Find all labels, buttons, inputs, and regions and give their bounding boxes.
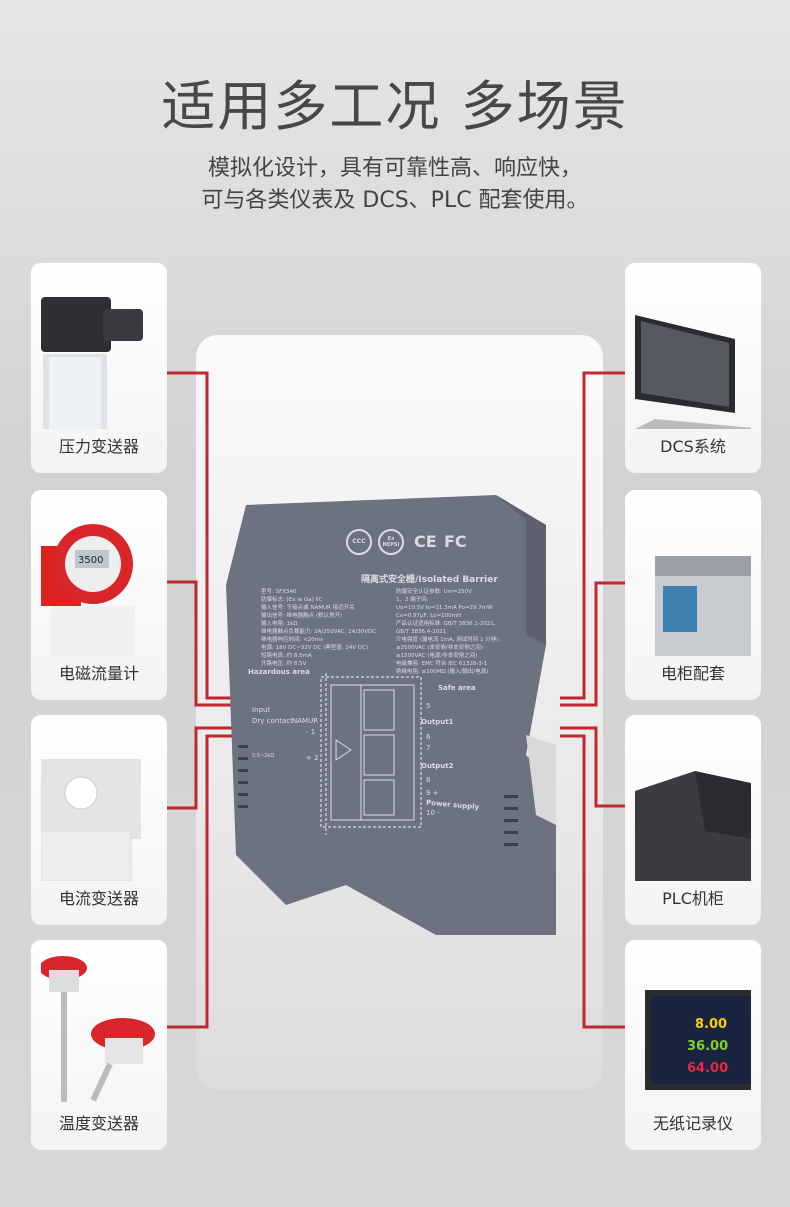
temperature-transmitter-icon: [41, 956, 155, 1102]
terminal-7: 7: [426, 744, 431, 752]
card-temperature-transmitter[interactable]: 温度变送器: [31, 940, 167, 1150]
card-label: 温度变送器: [58, 1114, 139, 1133]
ex-nepsi-cert-mark: Ex NEPSI: [378, 529, 404, 555]
page-title: 适用多工况 多场景: [161, 75, 629, 138]
terminal-10: 10 -: [426, 809, 440, 817]
card-pressure-transmitter[interactable]: 压力变送器: [31, 263, 167, 473]
card-label: 电磁流量计: [58, 664, 139, 683]
plc-inverter-icon: [635, 771, 751, 881]
cabinet-module-icon: [655, 556, 751, 656]
line-left-4: [167, 734, 232, 1029]
output2-label: Output2: [421, 762, 454, 770]
dry-contact-label: Dry contact: [252, 717, 293, 725]
terminal-2: + 2: [306, 754, 319, 762]
output1-label: Output1: [421, 718, 454, 726]
card-label: PLC机柜: [662, 889, 724, 908]
recorder-value-1: 8.00: [695, 1017, 727, 1032]
subtitle-line1: 模拟化设计，具有可靠性高、响应快，: [207, 156, 582, 181]
card-electromagnetic-flowmeter[interactable]: 3500 电磁流量计: [31, 490, 167, 700]
card-label: DCS系统: [660, 437, 726, 456]
card-plc-cabinet[interactable]: PLC机柜: [625, 715, 761, 925]
fc-cert-mark: FC: [444, 532, 467, 551]
paperless-recorder-icon: 8.00 36.00 64.00: [645, 990, 751, 1090]
recorder-value-2: 36.00: [687, 1039, 728, 1054]
flowmeter-display: 3500: [78, 555, 103, 566]
terminal-5: 5: [426, 702, 431, 710]
specs-left: 型号: SFX340 防爆标志: [Ex ia Ga] IIC 输入信号: 干接…: [261, 589, 377, 667]
line-right-1: [560, 371, 625, 700]
terminal-1: - 1: [306, 728, 316, 736]
cert-marks: CE: [414, 532, 437, 551]
line-right-2: [560, 581, 625, 707]
specs-right: 防爆安全认证参数: Um=250V 1、2 端子间: Uo=10.5V Io=1…: [396, 589, 501, 675]
electromagnetic-flowmeter-icon: 3500: [41, 524, 135, 656]
terminal-9: 9 +: [426, 789, 439, 797]
current-transmitter-icon: [41, 759, 141, 881]
card-paperless-recorder[interactable]: 8.00 36.00 64.00 无纸记录仪: [625, 940, 761, 1150]
pressure-transmitter-icon: [41, 297, 143, 429]
device-title: 隔离式安全栅/Isolated Barrier: [361, 575, 498, 585]
card-label: 无纸记录仪: [652, 1114, 733, 1133]
safe-area-label: Safe area: [438, 684, 476, 692]
card-label: 压力变送器: [58, 437, 139, 456]
card-label: 电流变送器: [58, 889, 139, 908]
isolated-barrier-device: CCC Ex NEPSI CE FC 隔离式安全栅/Isolated Barri…: [226, 495, 566, 945]
card-label: 电柜配套: [660, 664, 725, 683]
card-cabinet[interactable]: 电柜配套: [625, 490, 761, 700]
hazardous-area-label: Hazardous area: [248, 668, 310, 676]
resistor-label: 0.5~2kΩ: [252, 753, 275, 759]
line-right-3: [560, 726, 625, 808]
ccc-cert-mark: CCC: [346, 529, 372, 555]
line-left-2: [167, 580, 232, 707]
line-left-1: [167, 371, 232, 700]
monitor-icon: [635, 315, 751, 429]
input-label: Input: [252, 706, 271, 714]
line-right-4: [560, 734, 625, 1029]
line-left-3: [167, 726, 232, 810]
namur-label: NAMUR: [292, 717, 319, 725]
recorder-value-3: 64.00: [687, 1061, 728, 1076]
subtitle-line2: 可与各类仪表及 DCS、PLC 配套使用。: [201, 188, 589, 213]
terminal-6: 6: [426, 733, 431, 741]
card-current-transmitter[interactable]: 电流变送器: [31, 715, 167, 925]
terminal-8: 8: [426, 776, 431, 784]
card-dcs-system[interactable]: DCS系统: [625, 263, 761, 473]
